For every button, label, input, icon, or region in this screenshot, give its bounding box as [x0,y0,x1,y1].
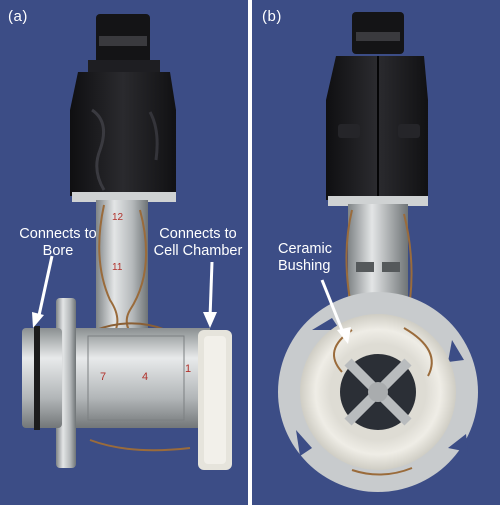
annotation-line: Bushing [278,258,331,274]
panel-b-photo: (b) Ceramic Bushing [252,0,500,505]
svg-text:7: 7 [100,371,106,383]
annotation-line: Cell Chamber [153,243,243,259]
annotation-line: Connects to [159,226,237,242]
arrow-bore [36,255,54,321]
arrow-cell [208,261,214,319]
svg-text:1: 1 [185,363,191,375]
annotation-line: Connects to [19,226,97,242]
panel-b-label: (b) [262,8,282,25]
black-housing [70,72,176,196]
annotation-ceramic-bushing: Ceramic Bushing [278,241,356,275]
svg-text:4: 4 [142,371,148,383]
annotation-line: Bore [42,243,74,259]
device-side-view-drawing: 12 11 7 4 1 [22,14,232,470]
horizontal-body [60,328,210,428]
arrow-bushing [320,279,346,336]
svg-text:12: 12 [112,212,124,223]
svg-text:11: 11 [112,262,123,273]
annotation-connects-to-cell-chamber: Connects to Cell Chamber [148,226,248,260]
annotation-line: Ceramic [278,241,332,257]
panel-a-photo: 12 11 7 4 1 ( [0,0,248,505]
aluminum-tube [96,200,148,328]
device-front-view-drawing [278,12,478,492]
annotation-connects-to-bore: Connects to Bore [4,226,112,260]
panel-a-label: (a) [8,8,28,25]
